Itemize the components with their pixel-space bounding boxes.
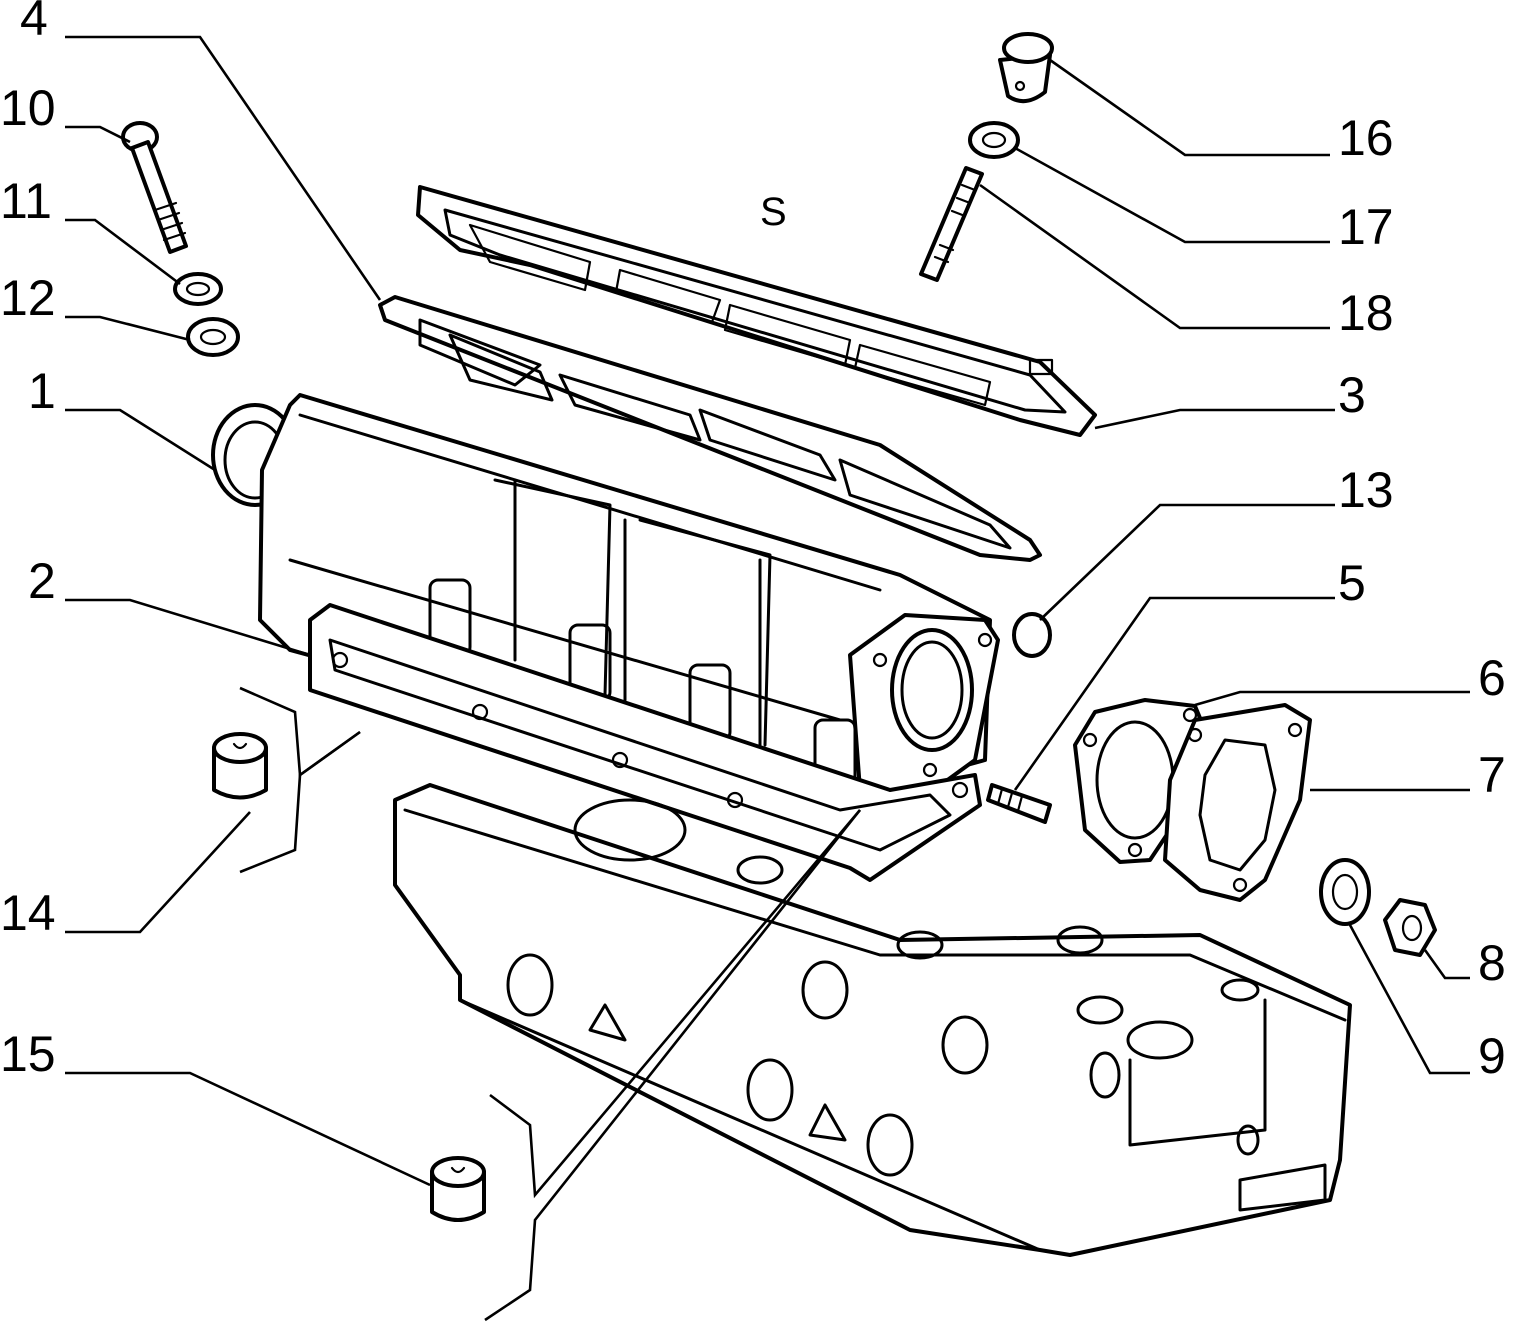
part-11-spring-washer — [173, 272, 223, 306]
callout-11: 11 — [0, 173, 52, 229]
callout-7: 7 — [1478, 747, 1506, 803]
callout-3: 3 — [1338, 367, 1366, 423]
part-7-flange-plate — [1163, 703, 1312, 902]
callout-16: 16 — [1338, 110, 1394, 166]
part-4-cover-plate — [378, 295, 1042, 562]
section-mark: S — [760, 190, 787, 234]
callout-1: 1 — [28, 363, 56, 419]
part-13-plug — [1012, 612, 1052, 658]
callout-5: 5 — [1338, 555, 1366, 611]
callout-2: 2 — [28, 553, 56, 609]
part-16-cap-nut — [998, 32, 1054, 104]
leader-lines — [65, 35, 1470, 1322]
part-15-dowel — [430, 1156, 486, 1222]
part-5-stud — [986, 783, 1052, 824]
callout-18: 18 — [1338, 285, 1394, 341]
callout-15: 15 — [0, 1026, 56, 1082]
part-2-manifold-gasket — [308, 603, 982, 882]
callout-10: 10 — [0, 80, 56, 136]
part-14-dowel — [212, 732, 268, 800]
callout-4: 4 — [20, 0, 48, 46]
part-9-washer — [1319, 858, 1371, 926]
callout-8: 8 — [1478, 935, 1506, 991]
part-12-flat-washer — [186, 317, 240, 357]
callout-9: 9 — [1478, 1028, 1506, 1084]
callout-13: 13 — [1338, 462, 1394, 518]
callout-17: 17 — [1338, 199, 1394, 255]
part-18-stud — [919, 166, 984, 282]
cylinder-head — [393, 783, 1352, 1257]
callout-6: 6 — [1478, 650, 1506, 706]
callout-14: 14 — [0, 885, 56, 941]
part-3-cover-gasket — [416, 185, 1097, 437]
part-8-hex-nut — [1383, 898, 1437, 957]
callout-12: 12 — [0, 270, 56, 326]
part-17-washer — [968, 121, 1020, 159]
part-10-bolt — [121, 121, 188, 254]
